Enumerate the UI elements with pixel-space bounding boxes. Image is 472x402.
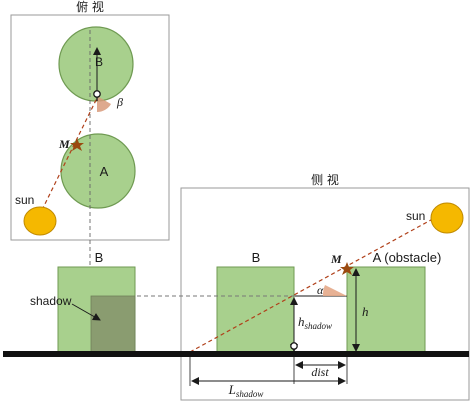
height-label: h	[362, 304, 369, 319]
front-shadow-label: shadow	[30, 294, 72, 308]
side-sun-ray	[189, 214, 441, 353]
front-shadow-region	[90, 295, 136, 354]
top-point-m-label: M	[58, 137, 70, 151]
front-building-b-label: B	[95, 250, 104, 265]
side-point-m-label: M	[330, 252, 342, 266]
front-view: B shadow	[30, 250, 136, 354]
side-sun-label: sun	[406, 209, 425, 223]
top-sun-icon	[23, 206, 57, 236]
alpha-wedge	[322, 285, 347, 296]
side-building-a	[346, 266, 426, 354]
side-sun-icon	[430, 202, 464, 234]
side-building-b	[216, 266, 295, 354]
ground-line	[3, 351, 469, 357]
top-sun-ray	[41, 95, 99, 211]
alpha-label: α	[317, 283, 324, 297]
shadow-length-label: Lshadow	[228, 382, 264, 399]
side-location-pin-icon	[290, 342, 298, 353]
top-view-title: 俯 视	[76, 0, 104, 14]
side-building-a-label: A (obstacle)	[373, 250, 442, 265]
dist-label: dist	[311, 365, 329, 379]
shadow-height-label: hshadow	[298, 314, 332, 331]
shadow-pointer-arrow	[71, 303, 101, 321]
top-sun-label: sun	[15, 193, 34, 207]
side-view-panel: 侧 视 B A (obstacle) α M sun h hshadow	[95, 172, 470, 401]
beta-label: β	[116, 95, 123, 109]
top-point-m-star-icon	[70, 138, 84, 151]
side-view-title: 侧 视	[311, 172, 339, 187]
top-circle-b-label: B	[95, 55, 103, 69]
side-point-m-star-icon	[340, 262, 354, 275]
location-pin-icon	[93, 90, 101, 101]
side-building-b-label: B	[252, 250, 261, 265]
top-view-panel: 俯 视 B A β M sun	[10, 0, 170, 352]
beta-wedge	[97, 96, 111, 113]
top-circle-a-label: A	[100, 164, 109, 179]
top-circle-a	[60, 133, 136, 209]
